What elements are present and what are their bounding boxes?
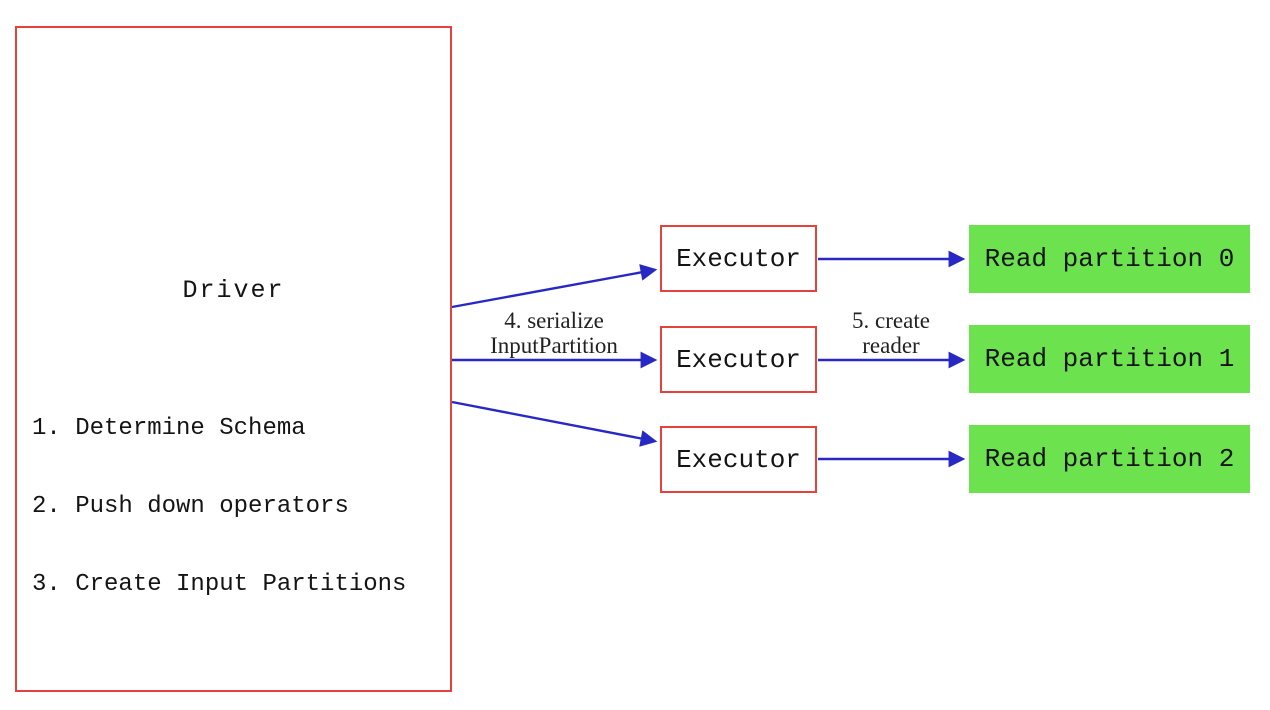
- edge-label-line: reader: [862, 333, 920, 358]
- edge-label-line: 4. serialize: [504, 308, 604, 333]
- edge-label-line: InputPartition: [490, 333, 618, 358]
- executor-box-2: Executor: [660, 426, 817, 493]
- executor-label: Executor: [676, 243, 801, 274]
- driver-step: 2. Push down operators: [32, 493, 349, 520]
- executor-label: Executor: [676, 344, 801, 375]
- arrow-driver-to-executor-0: [451, 264, 658, 309]
- executor-box-0: Executor: [660, 225, 817, 292]
- driver-step: 3. Create Input Partitions: [32, 571, 407, 598]
- read-partition-label: Read partition 0: [984, 244, 1235, 274]
- edge-label-create-reader: 5. create reader: [791, 308, 991, 358]
- driver-title: Driver: [182, 276, 285, 305]
- driver-step: 1. Determine Schema: [32, 415, 306, 442]
- read-partition-label: Read partition 1: [984, 344, 1235, 374]
- arrow-driver-to-executor-2: [451, 400, 658, 447]
- edge-label-serialize-inputpartition: 4. serialize InputPartition: [454, 308, 654, 358]
- read-partition-label: Read partition 2: [984, 444, 1235, 474]
- executor-label: Executor: [676, 444, 801, 475]
- driver-box: [15, 26, 452, 692]
- read-partition-box-0: Read partition 0: [969, 225, 1250, 293]
- read-partition-box-1: Read partition 1: [969, 325, 1250, 393]
- edge-label-line: 5. create: [852, 308, 930, 333]
- read-partition-box-2: Read partition 2: [969, 425, 1250, 493]
- driver-step-list: 1. Determine Schema 2. Push down operato…: [32, 364, 406, 650]
- executor-box-1: Executor: [660, 326, 817, 393]
